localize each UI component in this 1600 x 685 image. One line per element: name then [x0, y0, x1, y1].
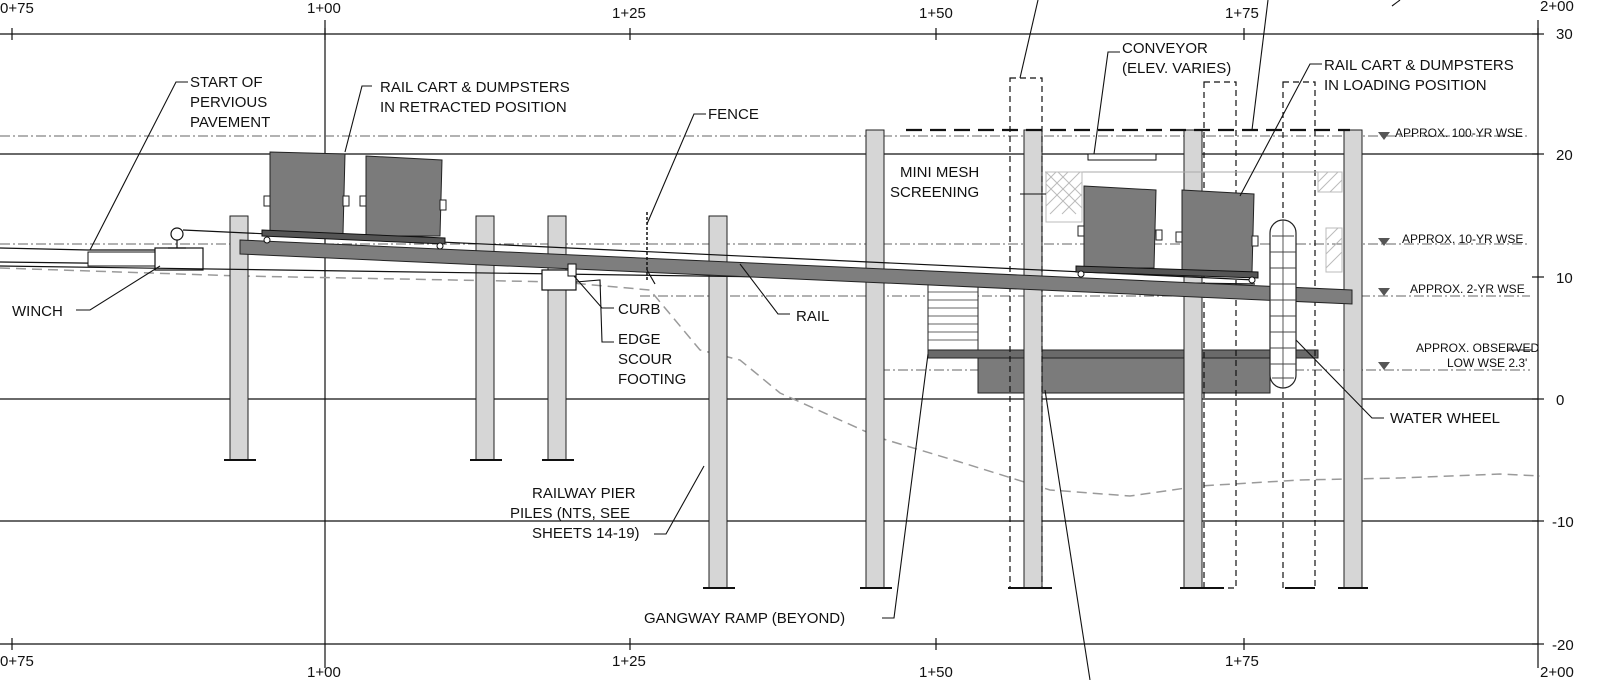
curb-label: CURB	[618, 301, 661, 318]
wse-marker-icon	[1378, 362, 1390, 370]
elevation-labels: 30 20 10 0 -10 -20	[1552, 26, 1574, 654]
ramp-abutment	[927, 283, 979, 351]
station-labels-top: 0+75 1+00 1+25 1+50 1+75 2+00	[0, 0, 1574, 22]
mini-mesh-label: SCREENING	[890, 184, 979, 201]
station-labels-bottom: 0+75 1+00 1+25 1+50 1+75 2+00	[0, 653, 1574, 681]
station-label: 1+75	[1225, 5, 1259, 22]
mini-mesh-screening	[1045, 171, 1343, 273]
start-pavement-label: START OF	[190, 74, 263, 91]
rail-cart-loading-label: RAIL CART & DUMPSTERS	[1324, 57, 1514, 74]
grid	[0, 20, 1544, 668]
station-label: 1+00	[307, 0, 341, 17]
piles	[229, 129, 1363, 589]
elevation-label: 0	[1556, 392, 1564, 409]
railway-piles-label: SHEETS 14-19)	[532, 525, 640, 542]
station-label: 1+75	[1225, 653, 1259, 670]
winch-label: WINCH	[12, 303, 63, 320]
station-label: 1+00	[307, 664, 341, 680]
elevation-label: 30	[1556, 26, 1573, 43]
pile	[1023, 129, 1043, 589]
wse-low-label: APPROX. OBSERVED	[1416, 341, 1539, 355]
station-label: 2+00	[1540, 0, 1574, 15]
winch-icon	[154, 247, 204, 271]
pavement-line	[0, 247, 160, 251]
pile	[865, 129, 885, 589]
dumpster-icon	[1181, 189, 1255, 273]
water-wheel-icon	[1269, 219, 1297, 389]
station-label: 1+50	[919, 664, 953, 680]
edge-scour-label: SCOUR	[618, 351, 672, 368]
conveyor-icon	[1087, 153, 1157, 161]
rail-cart-retracted	[261, 151, 447, 250]
railway-piles-label: PILES (NTS, SEE	[510, 505, 630, 522]
wse-marker-icon	[1378, 132, 1390, 140]
rail-cart	[1075, 265, 1259, 279]
wse-10-label: APPROX. 10-YR WSE	[1402, 232, 1523, 246]
rail-cart-retracted-label: RAIL CART & DUMPSTERS	[380, 79, 570, 96]
dumpster-icon	[269, 151, 346, 235]
dumpster-icon	[1083, 185, 1157, 269]
start-pavement-label: PAVEMENT	[190, 114, 270, 131]
wse-low-label: LOW WSE 2.3'	[1447, 356, 1527, 370]
station-label: 0+75	[0, 0, 34, 17]
gangway-deck	[927, 349, 1319, 359]
station-label: 1+50	[919, 5, 953, 22]
start-pavement-label: PERVIOUS	[190, 94, 267, 111]
water-wheel-label: WATER WHEEL	[1390, 410, 1500, 427]
conveyor-label: CONVEYOR	[1122, 40, 1208, 57]
elevation-label: -20	[1552, 637, 1574, 654]
elevation-label: -10	[1552, 514, 1574, 531]
rail-cart	[261, 229, 446, 245]
rail-label: RAIL	[796, 308, 829, 325]
dumpster-icon	[365, 155, 443, 237]
gangway-label: GANGWAY RAMP (BEYOND)	[644, 610, 845, 627]
edge-scour-label: EDGE	[618, 331, 661, 348]
elevation-label: 20	[1556, 147, 1573, 164]
wse-100-label: APPROX. 100-YR WSE	[1395, 126, 1523, 140]
mini-mesh-label: MINI MESH	[900, 164, 979, 181]
edge-scour-label: FOOTING	[618, 371, 686, 388]
rail-cart-loading-label: IN LOADING POSITION	[1324, 77, 1487, 94]
elevation-label: 10	[1556, 270, 1573, 287]
station-label: 1+25	[612, 5, 646, 22]
conveyor-label: (ELEV. VARIES)	[1122, 60, 1231, 77]
pile	[1343, 129, 1363, 589]
rail-cart-retracted-label: IN RETRACTED POSITION	[380, 99, 567, 116]
wse-marker-icon	[1378, 238, 1390, 246]
railway-piles-label: RAILWAY PIER	[532, 485, 636, 502]
rail-beam	[239, 239, 1353, 305]
rail-cart-loading	[1075, 185, 1259, 284]
wse-2-label: APPROX. 2-YR WSE	[1410, 282, 1525, 296]
station-label: 1+25	[612, 653, 646, 670]
leader-lines	[76, 0, 1401, 681]
railway-pile	[547, 215, 567, 461]
wse-marker-icon	[1378, 288, 1390, 296]
fence-label: FENCE	[708, 106, 759, 123]
wse-markers	[1378, 132, 1390, 370]
station-label: 2+00	[1540, 664, 1574, 680]
station-label: 0+75	[0, 653, 34, 670]
curb-icon	[567, 263, 577, 277]
